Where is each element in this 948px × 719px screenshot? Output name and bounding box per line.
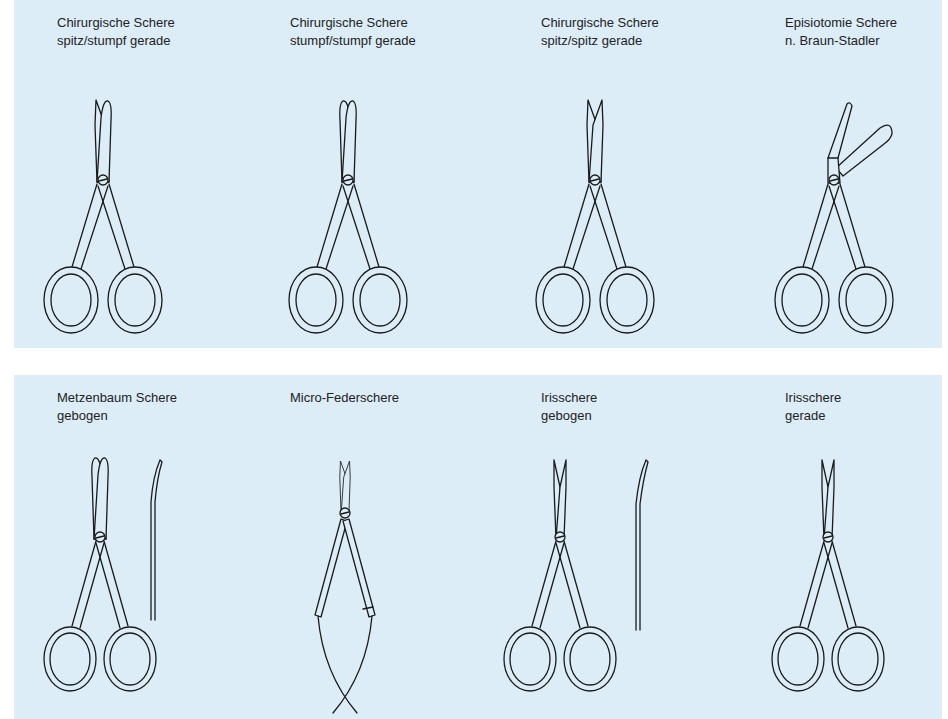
scissors-panel: Metzenbaum Schere gebogen Micro-Federsche… bbox=[14, 375, 942, 719]
instrument-caption: Chirurgische Schere spitz/spitz gerade bbox=[541, 14, 665, 50]
scissors-illustration bbox=[14, 375, 942, 719]
scissors-panel: Chirurgische Schere spitz/stumpf gerade C… bbox=[14, 0, 942, 348]
instrument-caption: Chirurgische Schere stumpf/stumpf gerade bbox=[290, 14, 422, 50]
instrument-caption: Micro-Federschere bbox=[290, 389, 440, 407]
scissors-illustration bbox=[14, 0, 942, 348]
instrument-caption: Chirurgische Schere spitz/stumpf gerade bbox=[57, 14, 181, 50]
instrument-caption: Metzenbaum Schere gebogen bbox=[57, 389, 181, 425]
instrument-caption: Episiotomie Schere n. Braun-Stadler bbox=[785, 14, 905, 50]
instrument-caption: Irisschere gebogen bbox=[541, 389, 623, 425]
instrument-caption: Irisschere gerade bbox=[785, 389, 867, 425]
